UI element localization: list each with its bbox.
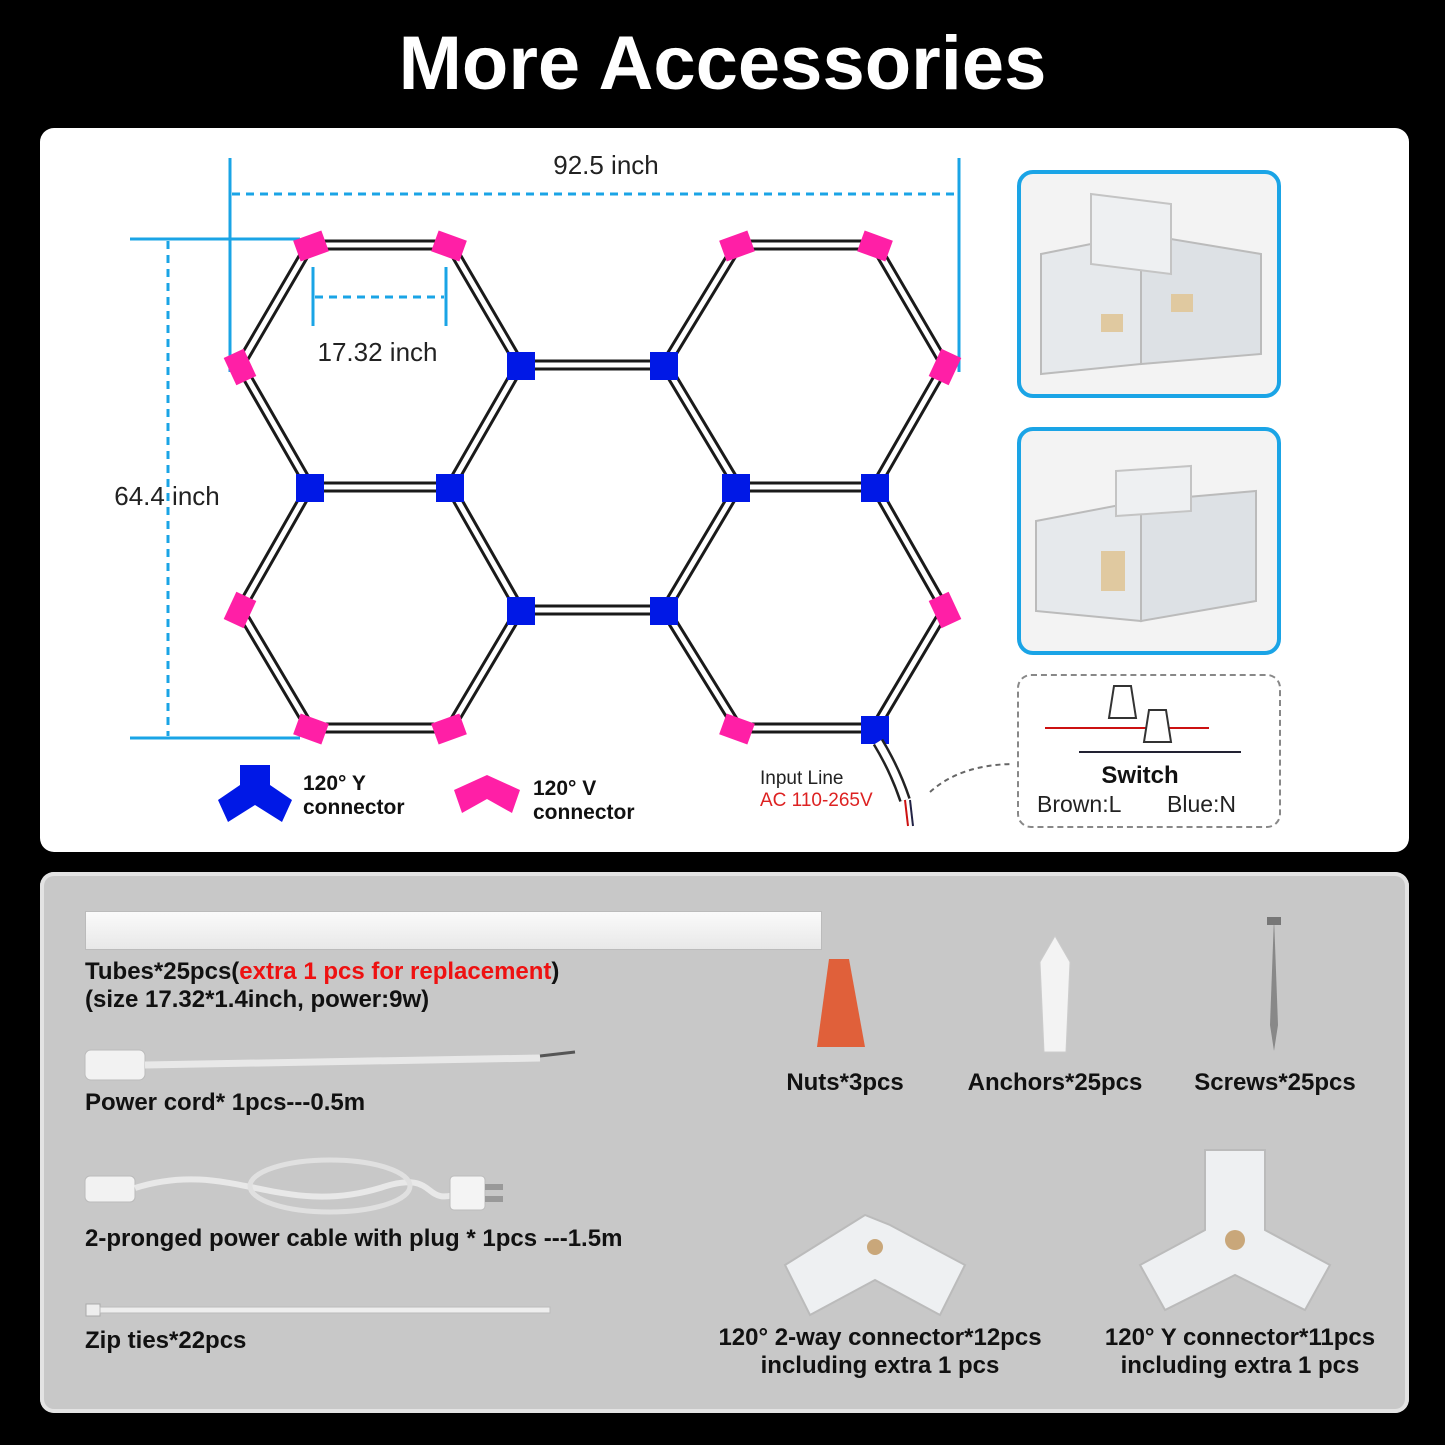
tubes-label: Tubes*25pcs(extra 1 pcs for replacement) bbox=[85, 958, 560, 985]
nuts-label: Nuts*3pcs bbox=[786, 1069, 904, 1096]
y-connector-label: 120° Y connector*11pcs bbox=[1104, 1324, 1376, 1351]
wire-nut-diagram bbox=[1045, 685, 1241, 753]
power-cord-label: Power cord* 1pcs---0.5m bbox=[85, 1089, 366, 1116]
v-connector-legend-icon bbox=[454, 775, 520, 813]
switch-title: Switch bbox=[1101, 762, 1179, 789]
zip-tie-image bbox=[85, 1303, 551, 1317]
v-connector-photo-2 bbox=[1017, 427, 1281, 655]
input-line-label: Input Line AC 110-265V bbox=[760, 768, 873, 811]
screws-label: Screws*25pcs bbox=[1194, 1069, 1356, 1096]
tube-image bbox=[85, 911, 822, 950]
wire-nut-image bbox=[817, 959, 865, 1047]
dimension-lines bbox=[130, 158, 961, 740]
tube-length-label: 17.32 inch bbox=[317, 337, 438, 367]
zip-ties-label: Zip ties*22pcs bbox=[85, 1327, 247, 1354]
2-way-connector-image bbox=[783, 1213, 967, 1317]
2-way-connector-label: 120° 2-way connector*12pcs bbox=[718, 1324, 1042, 1351]
brown-wire-label: Brown:L bbox=[1037, 791, 1122, 817]
y-connectors bbox=[296, 352, 889, 744]
blue-wire-label: Blue:N bbox=[1167, 791, 1237, 817]
2-way-connector-extra: including extra 1 pcs bbox=[760, 1352, 1000, 1379]
y-connector-image bbox=[1138, 1149, 1332, 1312]
anchor-image bbox=[1039, 934, 1071, 1053]
power-cable-image bbox=[84, 1157, 503, 1215]
power-cord-image bbox=[84, 1049, 576, 1081]
y-connector-extra: including extra 1 pcs bbox=[1120, 1352, 1360, 1379]
v-connectors bbox=[223, 230, 962, 745]
v-connector-legend-label: 120° V connector bbox=[533, 777, 635, 824]
v-connector-image bbox=[1040, 192, 1262, 376]
page-title: More Accessories bbox=[398, 21, 1047, 106]
switch-wiring-box: Switch Brown:L Blue:N bbox=[1017, 674, 1281, 828]
width-dimension-label: 92.5 inch bbox=[553, 150, 659, 180]
v-connector-image-2 bbox=[1035, 464, 1257, 623]
height-dimension-label: 64.4 inch bbox=[114, 481, 220, 511]
y-connector-legend-label: 120° Y connector bbox=[303, 772, 405, 819]
input-line-cable bbox=[872, 738, 1013, 827]
accessories-panel bbox=[40, 872, 1409, 1413]
tube-fills bbox=[237, 242, 948, 731]
anchors-label: Anchors*25pcs bbox=[967, 1069, 1143, 1096]
tubes-size-label: (size 17.32*1.4inch, power:9w) bbox=[85, 986, 430, 1013]
v-connector-photo bbox=[1017, 170, 1281, 398]
power-cable-label: 2-pronged power cable with plug * 1pcs -… bbox=[85, 1225, 623, 1252]
screw-image bbox=[1267, 917, 1281, 1051]
y-connector-legend-icon bbox=[218, 765, 292, 822]
